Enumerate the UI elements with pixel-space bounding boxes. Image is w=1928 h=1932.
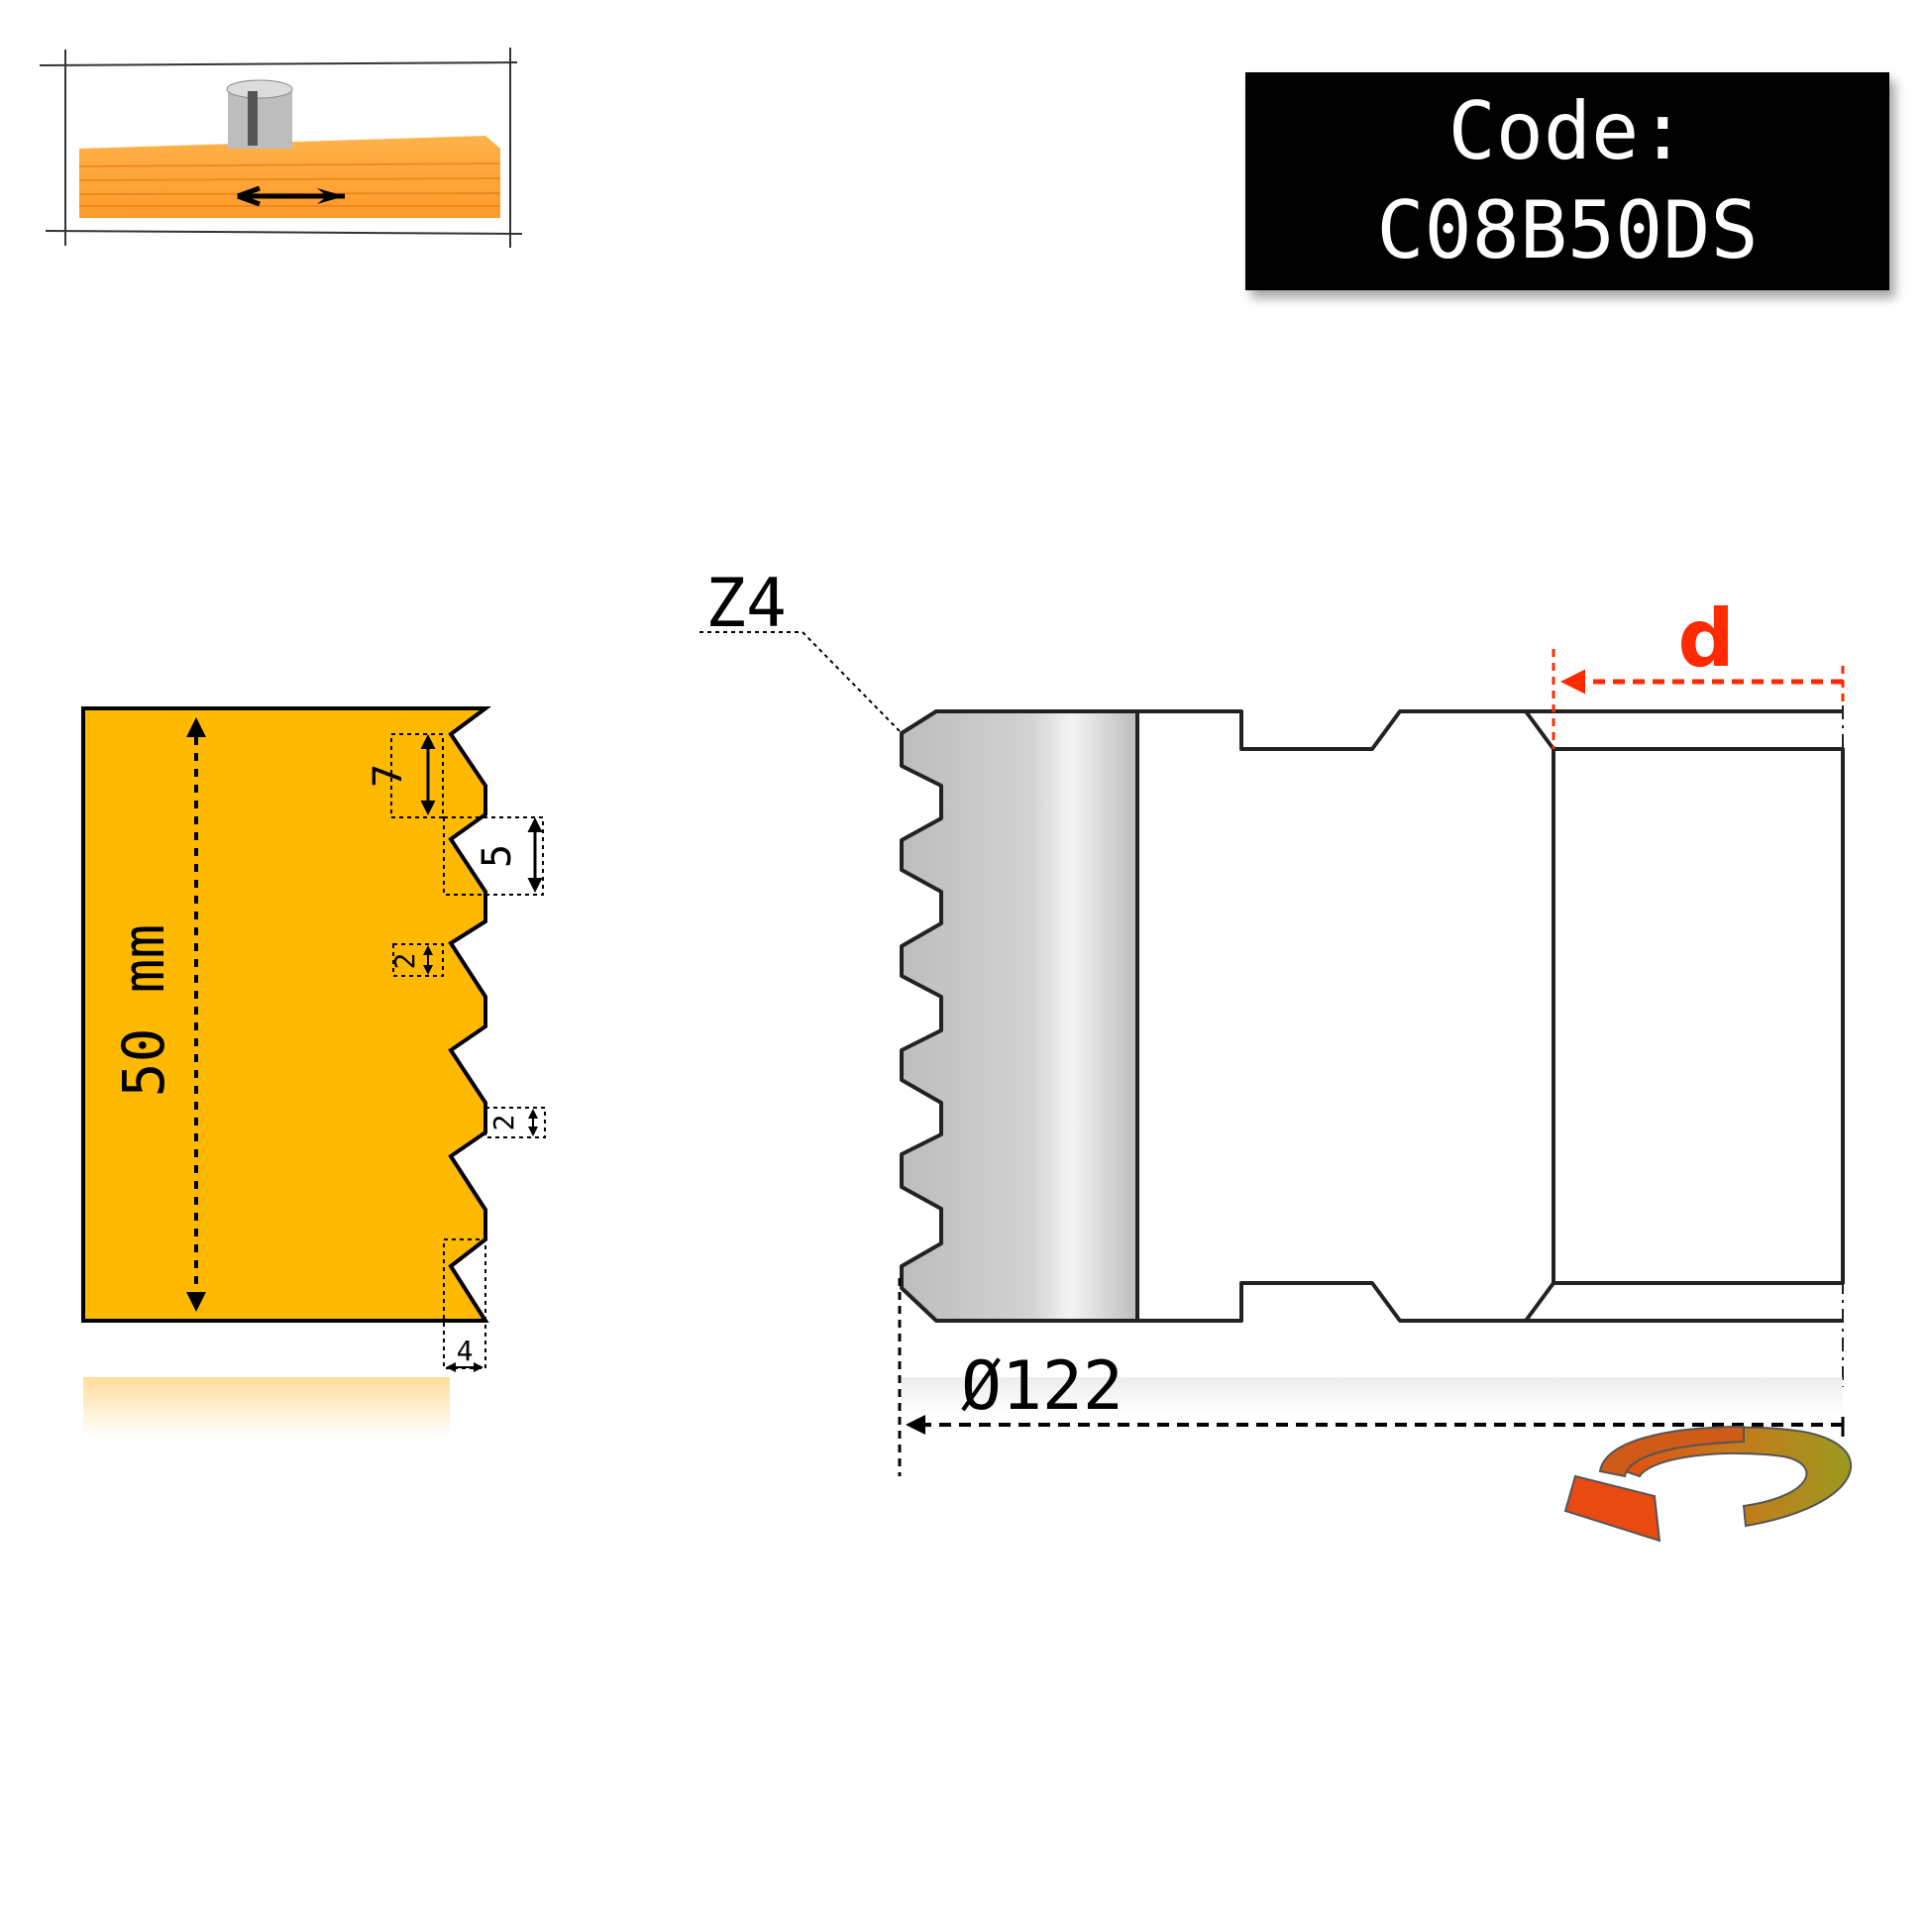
dim-4-label: 4 bbox=[457, 1335, 474, 1367]
workpiece-feed-icon bbox=[39, 48, 523, 248]
code-value: C08B50DS bbox=[1376, 184, 1759, 276]
dim-5-label: 5 bbox=[475, 844, 520, 868]
rotation-direction-icon bbox=[1563, 1425, 1853, 1543]
product-code-box: Code: C08B50DS bbox=[1245, 72, 1889, 290]
profile-drawing bbox=[81, 706, 546, 1437]
profile-height-label: 50 mm bbox=[110, 924, 177, 1098]
bore-label: d bbox=[1677, 592, 1734, 685]
diameter-label: Ø122 bbox=[961, 1347, 1124, 1426]
cutter-drawing bbox=[699, 631, 1845, 1476]
dim-7-label: 7 bbox=[366, 764, 411, 788]
code-label: Code: bbox=[1447, 85, 1687, 177]
teeth-count-label: Z4 bbox=[705, 565, 787, 643]
dim-2a-label: 2 bbox=[388, 953, 421, 970]
dim-2b-label: 2 bbox=[487, 1115, 520, 1131]
